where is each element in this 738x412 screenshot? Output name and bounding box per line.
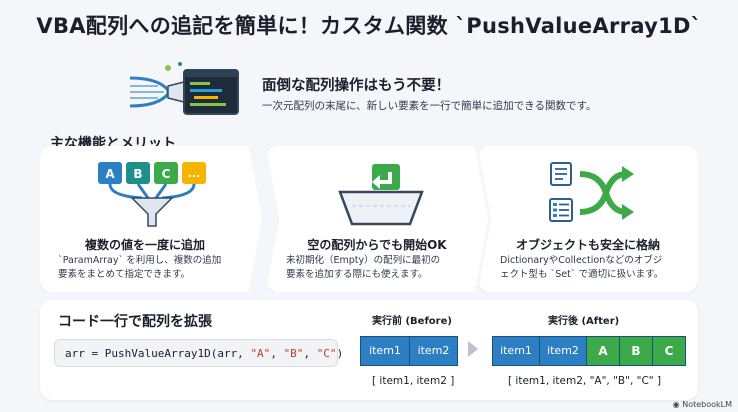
notebooklm-logo-icon: ◉ NotebookLM [672,400,732,409]
card2-heading: 空の配列からでも開始OK [307,238,447,252]
card3-desc-line1: DictionaryやCollectionなどのオブジ [500,255,663,266]
card3-desc-line2: ェクト型も `Set` で適切に扱います。 [500,268,664,280]
tray-arrow-icon [338,164,424,226]
code-window-icon [129,62,239,115]
card2-desc-line1: 未初期化（Empty）の配列に最初の [286,255,441,266]
block-a-label: A [105,167,115,181]
hero-heading: 面倒な配列操作はもう不要！ [262,78,451,94]
before-label: 実行前 (Before) [372,316,452,327]
after-text: [ item1, item2, "A", "B", "C" ] [508,375,662,387]
array-cell: A [587,337,620,365]
card3-heading: オブジェクトも安全に格納 [515,238,660,252]
page-title: VBA配列への追記を簡単に！カスタム関数 `PushValueArray1D` [36,14,702,38]
card1-desc: `ParamArray` を利用し、複数の追加 要素をまとめて指定できます。 [58,254,221,281]
array-cell: item2 [410,337,457,365]
before-array: item1 item2 [360,336,458,366]
block-more-label: ... [188,167,201,180]
block-b-label: B [133,167,142,181]
code-arg-a: "A" [250,347,271,360]
card2-desc: 未初期化（Empty）の配列に最初の 要素を追加する際にも使えます。 [286,254,440,281]
array-cell: item1 [493,337,540,365]
feature-card-object-safe [478,146,698,292]
card1-heading: 複数の値を一度に追加 [84,238,205,252]
after-array: item1 item2 A B C [492,336,686,366]
list-icon [549,198,573,222]
code-prefix: arr = PushValueArray1D(arr, [65,347,251,360]
shuffle-icon [579,166,634,220]
funnel-icon: A B C ... [98,162,206,227]
arrow-right-icon [468,341,478,357]
code-arg-c: "C" [316,347,337,360]
watermark-text: NotebookLM [682,400,732,409]
array-cell: C [653,337,685,365]
after-label: 実行後 (After) [548,316,620,327]
code-section-label: コード一行で配列を拡張 [58,314,212,330]
notebook-icon [550,162,572,186]
array-cell: item1 [361,337,410,365]
array-cell: B [620,337,653,365]
code-snippet: arr = PushValueArray1D(arr, "A", "B", "C… [54,339,343,367]
before-text: [ item1, item2 ] [372,375,455,387]
code-arg-b: "B" [283,347,304,360]
card1-desc-line2: 要素をまとめて指定できます。 [58,268,191,280]
card1-desc-line1: `ParamArray` を利用し、複数の追加 [58,255,222,266]
card2-desc-line2: 要素を追加する際にも使えます。 [286,268,428,280]
card3-desc: DictionaryやCollectionなどのオブジ ェクト型も `Set` … [500,254,663,281]
array-cell: item2 [540,337,587,365]
hero-subtitle: 一次元配列の末尾に、新しい要素を一行で簡単に追加できる関数です。 [262,100,597,112]
block-c-label: C [162,167,171,181]
code-suffix: ) [336,347,344,360]
